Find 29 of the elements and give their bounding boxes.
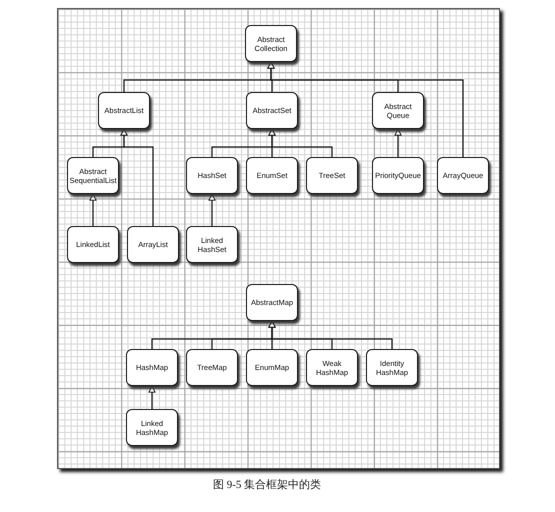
inheritance-arrow (268, 320, 393, 349)
class-box (186, 349, 238, 386)
inheritance-arrow (208, 194, 216, 226)
class-box (67, 157, 119, 194)
class-box (126, 409, 178, 446)
class-box (372, 92, 424, 129)
inheritance-arrow (268, 128, 333, 157)
class-box (246, 92, 298, 129)
class-box (246, 349, 298, 386)
inheritance-arrow (267, 62, 464, 157)
class-box (246, 157, 298, 194)
class-box (126, 349, 178, 386)
class-box (372, 157, 424, 194)
class-box (245, 25, 297, 62)
class-box (98, 92, 150, 129)
figure-caption: 图 9-5 集合框架中的类 (213, 478, 322, 493)
class-box (306, 349, 358, 386)
class-box (246, 284, 298, 321)
inheritance-arrow (89, 194, 97, 226)
class-box (366, 349, 418, 386)
inheritance-arrow (120, 128, 154, 226)
inheritance-arrow (394, 128, 402, 157)
class-box (186, 226, 238, 263)
class-box (127, 226, 179, 263)
inheritance-arrow (148, 386, 156, 409)
class-box (306, 157, 358, 194)
class-box (186, 157, 238, 194)
class-box (67, 226, 119, 263)
class-box (437, 157, 489, 194)
